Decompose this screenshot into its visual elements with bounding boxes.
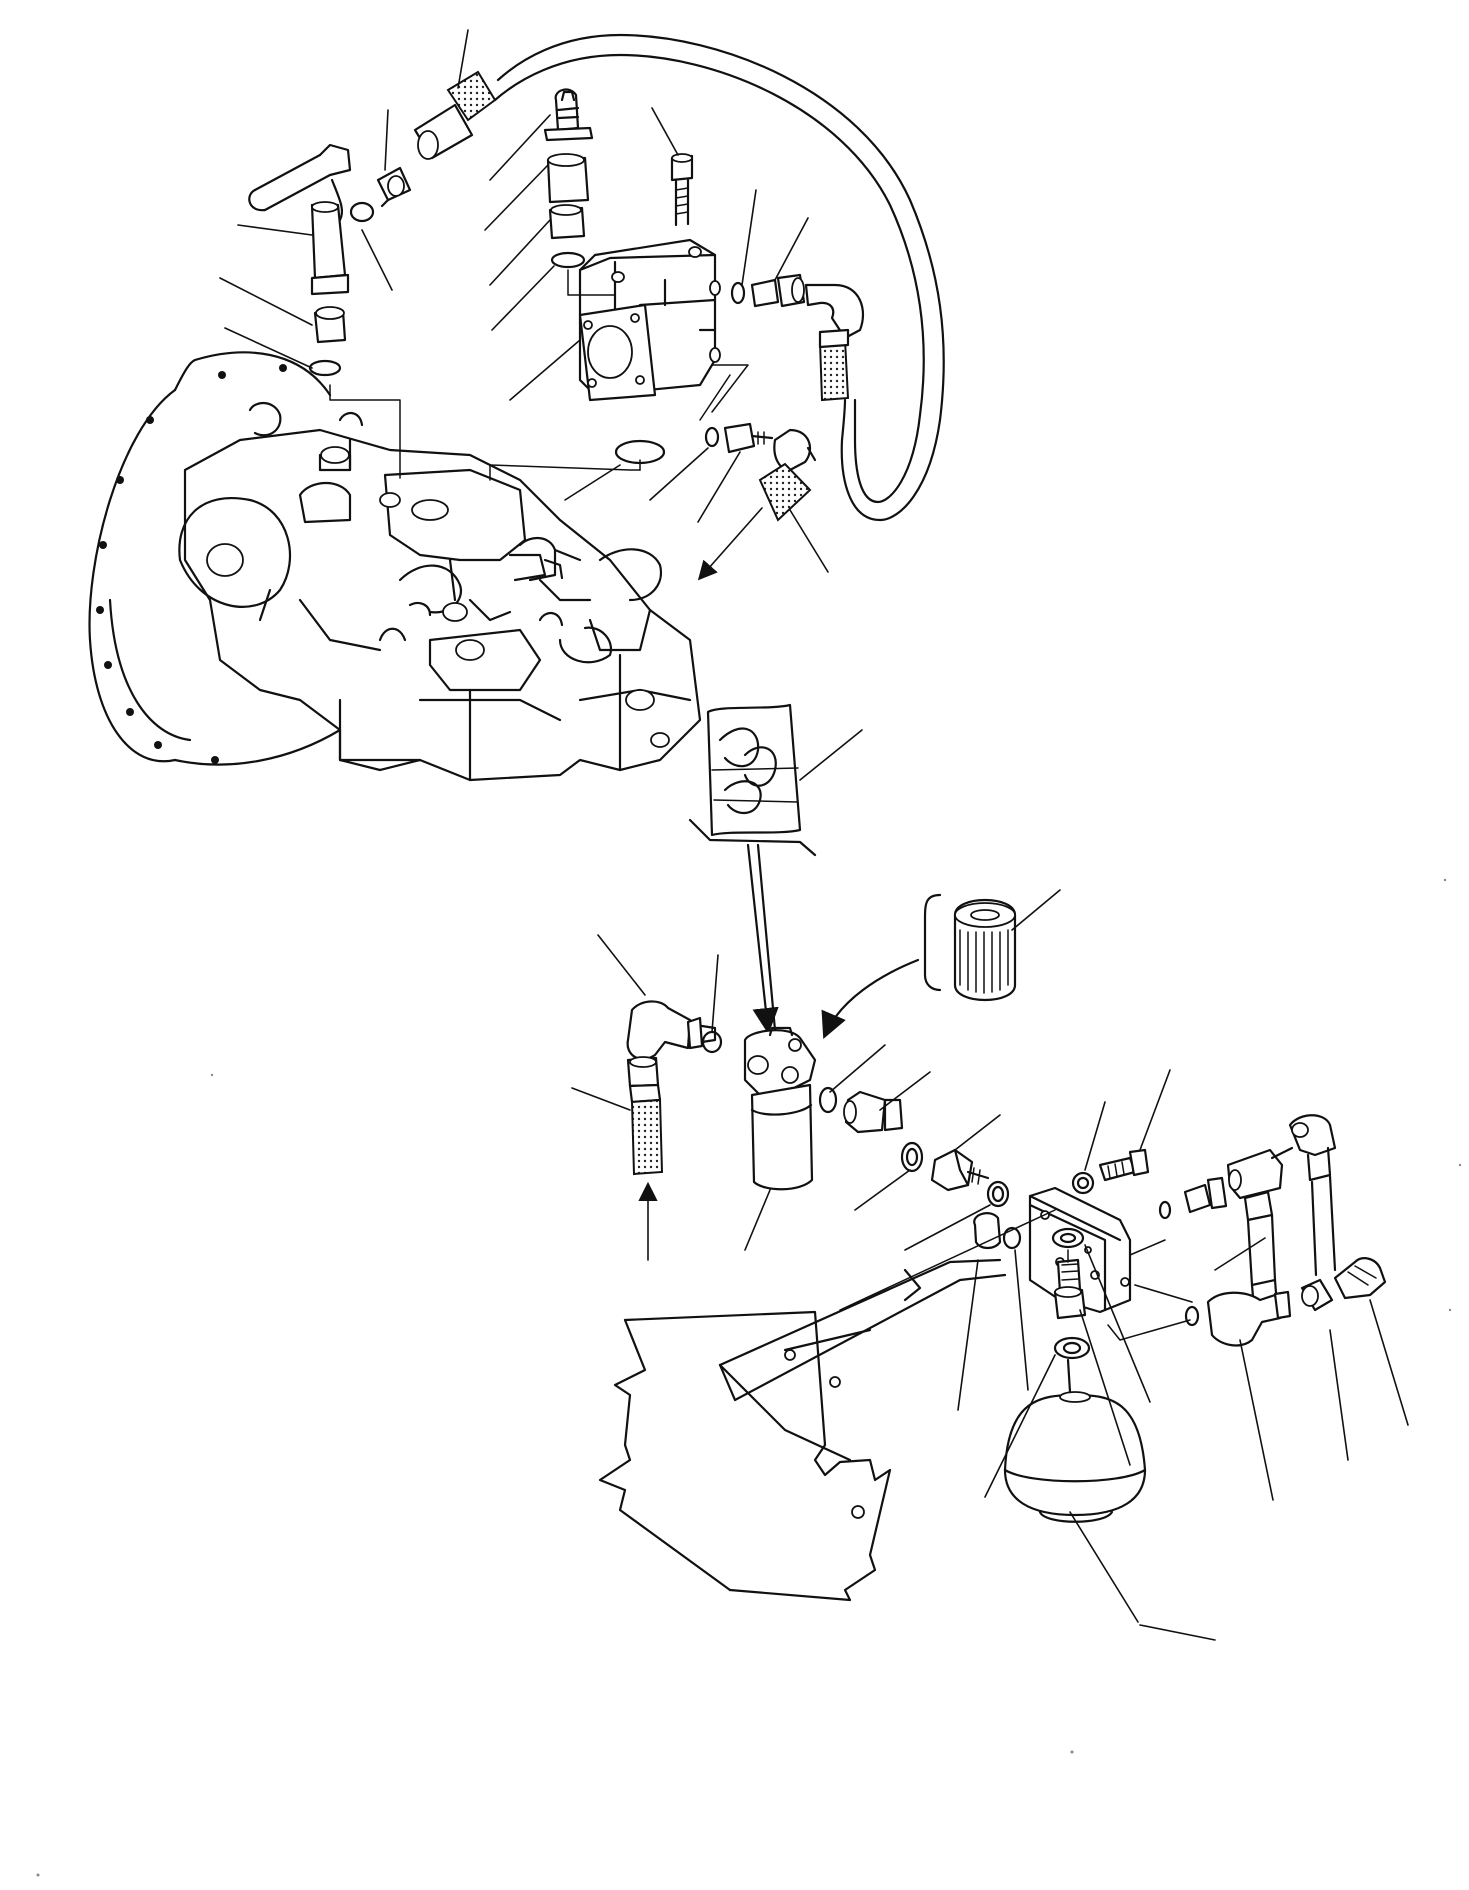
- seal-kit-bag: [688, 703, 863, 1035]
- filter-cartridge: [821, 889, 1061, 1040]
- scan-specks: [36, 878, 1462, 1877]
- line-filter-assembly: [571, 934, 1409, 1641]
- hydraulic-pump-assembly: [88, 351, 702, 782]
- upper-valve-subassembly: [219, 29, 945, 581]
